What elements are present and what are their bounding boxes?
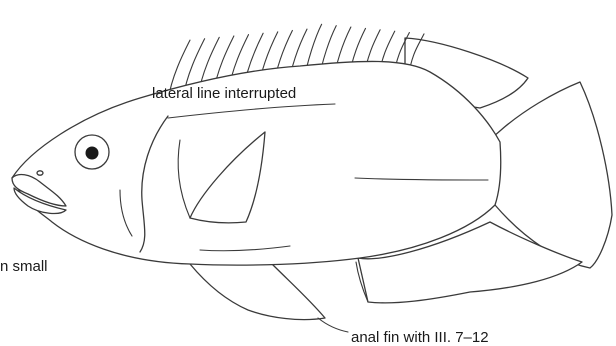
- pelvic-fin: [190, 262, 325, 320]
- pupil: [86, 147, 99, 160]
- anal-fin-leader: [318, 318, 348, 332]
- nostril: [37, 171, 43, 175]
- label-lateral-line: lateral line interrupted: [152, 86, 296, 101]
- label-anal-fin: anal fin with III. 7–12: [351, 330, 489, 345]
- label-mouth: n small: [0, 259, 48, 274]
